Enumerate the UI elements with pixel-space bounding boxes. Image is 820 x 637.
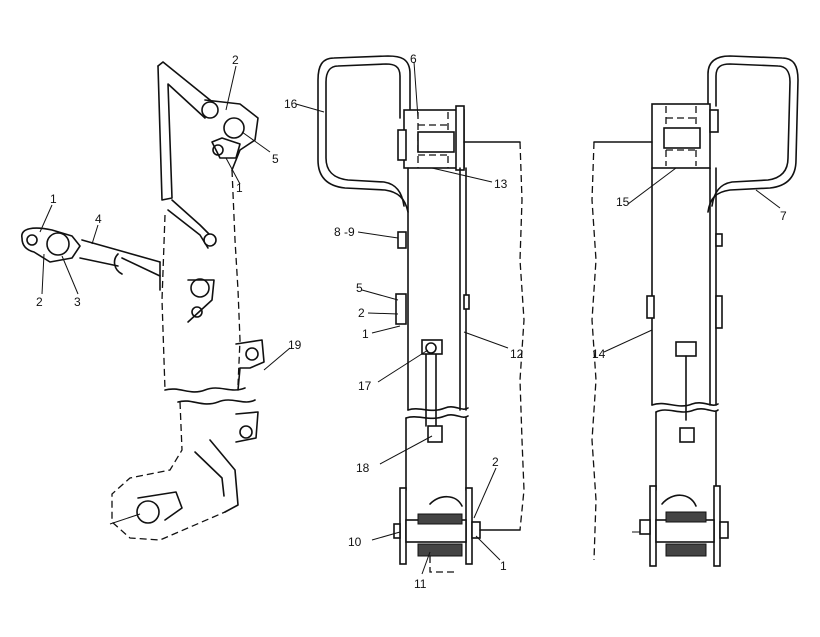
callout-mid-8-9: 8 -9 xyxy=(334,225,355,239)
callout-mid-11: 11 xyxy=(414,577,427,591)
callout-mid-2-bot: 2 xyxy=(492,455,499,469)
callout-mid-6: 6 xyxy=(410,52,417,66)
callout-mid-1: 1 xyxy=(362,327,369,341)
leader-lines xyxy=(39,61,781,575)
callout-mid-16: 16 xyxy=(284,97,298,111)
callout-mid-13: 13 xyxy=(494,177,508,191)
callout-left-4: 4 xyxy=(95,212,102,226)
callout-left-5: 5 xyxy=(272,152,279,166)
callout-mid-1-bot: 1 xyxy=(500,559,507,573)
callout-right-15: 15 xyxy=(616,195,630,209)
callout-mid-5: 5 xyxy=(356,281,363,295)
right-frame-view xyxy=(591,55,799,567)
callout-left-19: 19 xyxy=(288,338,302,352)
left-linkage-view xyxy=(21,61,265,541)
callout-left-1-mid: 1 xyxy=(236,181,243,195)
callout-mid-10: 10 xyxy=(348,535,362,549)
callout-mid-17: 17 xyxy=(358,379,372,393)
callout-mid-2: 2 xyxy=(358,306,365,320)
callout-left-2-top: 2 xyxy=(232,53,239,67)
callout-left-2-arm: 2 xyxy=(36,295,43,309)
callout-mid-18: 18 xyxy=(356,461,370,475)
callout-right-7: 7 xyxy=(780,209,787,223)
callout-labels: 2 5 1 1 4 2 3 19 6 16 13 8 -9 5 2 1 12 1… xyxy=(36,52,787,591)
callout-mid-12: 12 xyxy=(510,347,524,361)
callout-left-3: 3 xyxy=(74,295,81,309)
callout-right-14: 14 xyxy=(592,347,606,361)
middle-frame-view xyxy=(317,55,525,573)
callout-left-1-arm: 1 xyxy=(50,192,57,206)
